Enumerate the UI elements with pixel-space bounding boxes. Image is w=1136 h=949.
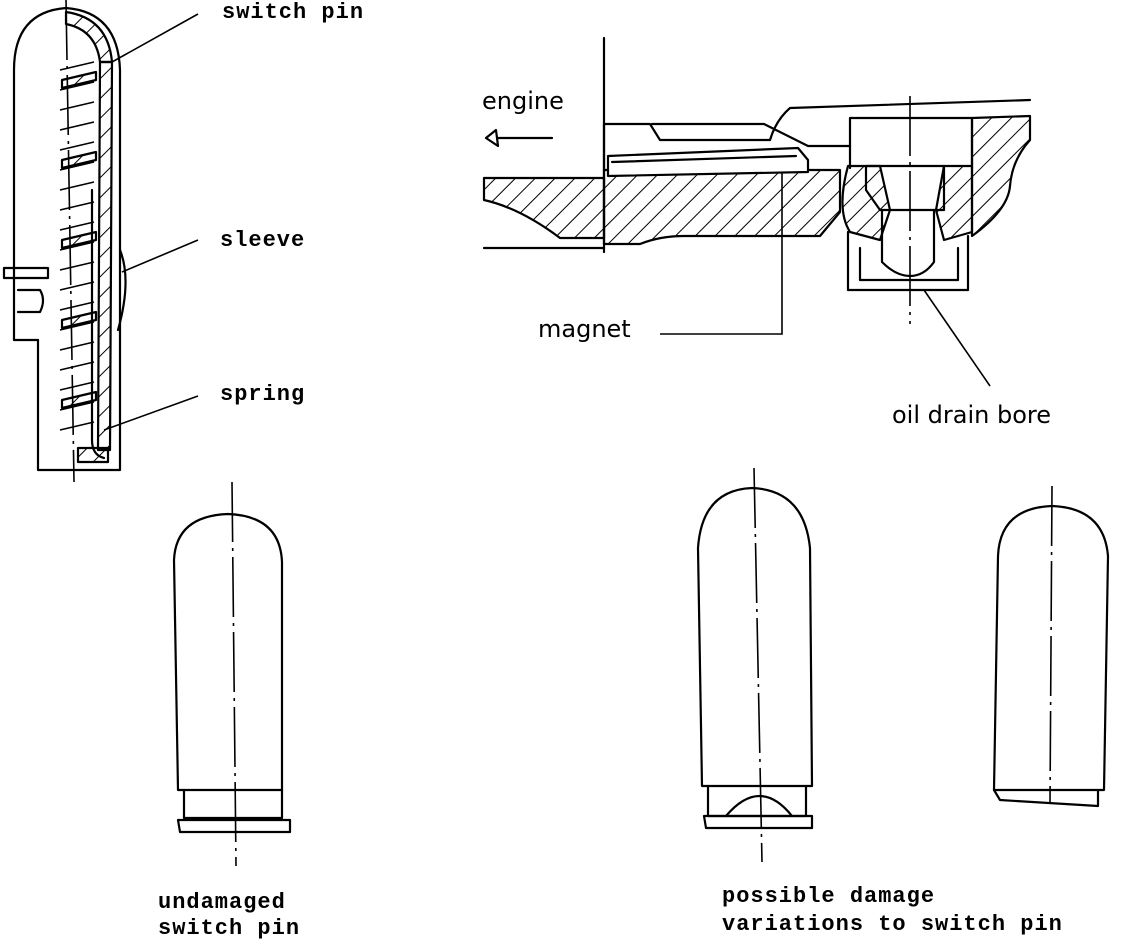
damaged-pin-drawing-2 xyxy=(992,485,1110,808)
label-engine: engine xyxy=(482,87,564,115)
label-switch-pin: switch pin xyxy=(222,0,365,25)
label-undamaged-line1: undamaged xyxy=(158,890,286,915)
label-oil-drain-bore: oil drain bore xyxy=(892,401,1051,429)
damaged-pin-drawing-1 xyxy=(696,467,814,863)
switch-assembly-section xyxy=(2,0,127,483)
label-damage-line1: possible damage xyxy=(722,884,936,909)
housing-section xyxy=(482,36,1032,324)
label-undamaged-line2: switch pin xyxy=(158,916,301,941)
spring-coils xyxy=(59,61,98,431)
label-damage-line2: variations to switch pin xyxy=(722,912,1063,937)
label-sleeve: sleeve xyxy=(220,228,306,253)
label-magnet: magnet xyxy=(538,315,631,343)
undamaged-pin-drawing xyxy=(172,481,292,867)
label-spring: spring xyxy=(220,382,306,407)
